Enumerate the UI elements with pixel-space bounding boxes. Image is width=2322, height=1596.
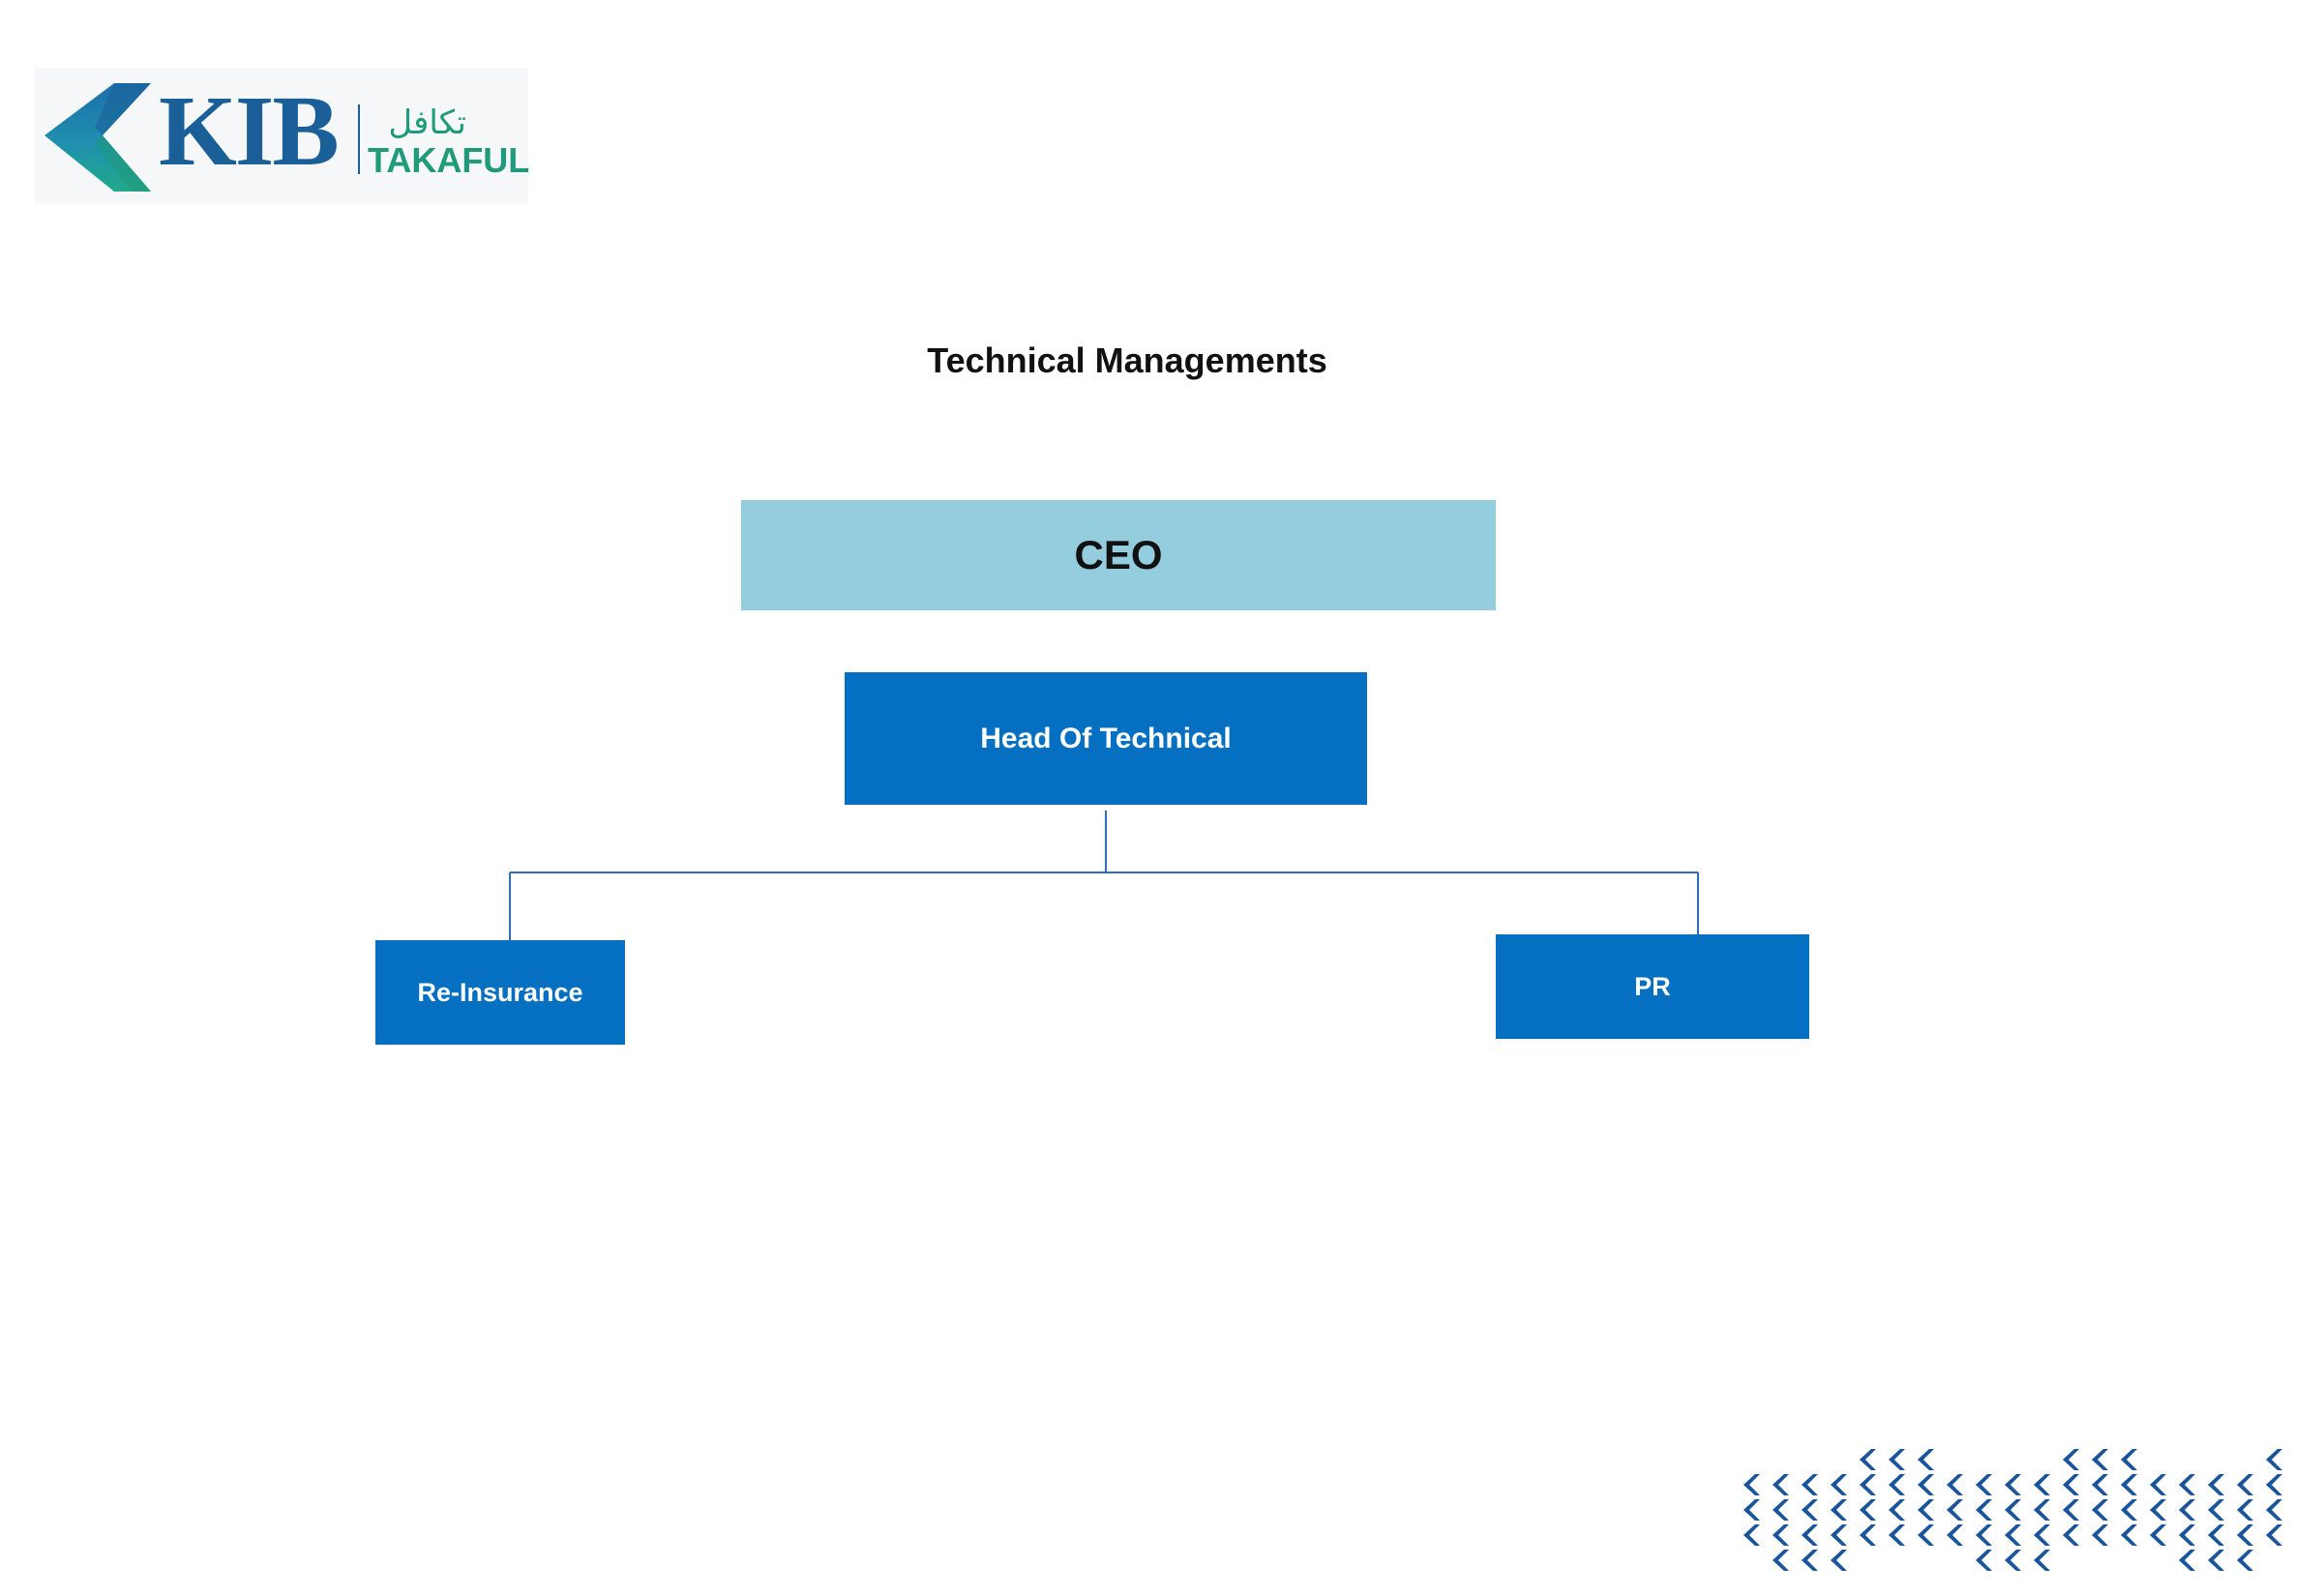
chevron-mark <box>1976 1474 1992 1495</box>
chevron-mark <box>2208 1524 2224 1546</box>
chevron-mark <box>1947 1474 1963 1495</box>
chevron-mark <box>1889 1474 1905 1495</box>
chevron-mark <box>2063 1474 2079 1495</box>
chevron-mark <box>1976 1524 1992 1546</box>
logo-divider <box>358 104 360 174</box>
chevron-mark <box>2208 1474 2224 1495</box>
chevron-mark <box>2092 1524 2108 1546</box>
chevron-mark <box>2208 1499 2224 1521</box>
logo-arabic-text: تكافل <box>388 103 466 142</box>
chevron-mark <box>1976 1550 1992 1571</box>
logo-brand-text: KIB <box>159 75 340 187</box>
chevron-mark <box>2034 1474 2050 1495</box>
chevron-mark <box>2092 1499 2108 1521</box>
chevron-mark <box>2237 1550 2253 1571</box>
node-pr: PR <box>1496 934 1809 1039</box>
chevron-mark <box>1918 1524 1934 1546</box>
chevron-mark <box>1801 1524 1818 1546</box>
chevron-pattern-icon <box>1743 1449 2282 1571</box>
chevron-mark <box>1918 1499 1934 1521</box>
chevron-mark <box>2034 1550 2050 1571</box>
logo-takaful-text: TAKAFUL <box>368 140 530 180</box>
chevron-mark <box>2150 1499 2166 1521</box>
chevron-mark <box>2237 1499 2253 1521</box>
chevron-mark <box>1860 1449 1876 1470</box>
chevron-mark <box>1831 1499 1847 1521</box>
chart-title: Technical Managements <box>927 340 1327 380</box>
chevron-mark <box>1831 1524 1847 1546</box>
chevron-mark <box>1743 1474 1760 1495</box>
node-reinsurance: Re-Insurance <box>375 940 625 1045</box>
chevron-mark <box>2179 1524 2195 1546</box>
chevron-mark <box>1801 1499 1818 1521</box>
chevron-mark <box>1860 1474 1876 1495</box>
chevron-mark <box>1889 1524 1905 1546</box>
chevron-mark <box>2034 1524 2050 1546</box>
chevron-mark <box>2121 1474 2137 1495</box>
company-logo: KIB تكافل TAKAFUL <box>35 68 530 203</box>
chevron-mark <box>2005 1499 2021 1521</box>
chevron-mark <box>1889 1499 1905 1521</box>
chevron-mark <box>2266 1474 2282 1495</box>
chevron-mark <box>1772 1499 1789 1521</box>
chevron-mark <box>2092 1449 2108 1470</box>
chevron-mark <box>1860 1524 1876 1546</box>
chevron-mark <box>2266 1524 2282 1546</box>
chevron-mark <box>2121 1524 2137 1546</box>
chevron-mark <box>1831 1474 1847 1495</box>
chevron-mark <box>2005 1474 2021 1495</box>
chevron-mark <box>2179 1499 2195 1521</box>
chevron-mark <box>2005 1550 2021 1571</box>
chevron-mark <box>1976 1499 1992 1521</box>
chevron-mark <box>2092 1474 2108 1495</box>
chevron-mark <box>2063 1449 2079 1470</box>
chevron-mark <box>1947 1499 1963 1521</box>
chevron-mark <box>1801 1550 1818 1571</box>
chevron-mark <box>2150 1474 2166 1495</box>
chevron-mark <box>1743 1524 1760 1546</box>
chevron-mark <box>2237 1474 2253 1495</box>
chevron-mark <box>1918 1449 1934 1470</box>
chevron-mark <box>2063 1499 2079 1521</box>
node-ceo: CEO <box>741 500 1496 610</box>
chevron-mark <box>1831 1550 1847 1571</box>
chevron-mark <box>2063 1524 2079 1546</box>
chevron-mark <box>2237 1524 2253 1546</box>
chevron-mark <box>1801 1474 1818 1495</box>
chevron-mark <box>1772 1474 1789 1495</box>
chevron-mark <box>2179 1474 2195 1495</box>
chevron-mark <box>1772 1550 1789 1571</box>
chevron-mark <box>2150 1524 2166 1546</box>
chevron-mark <box>1918 1474 1934 1495</box>
chevron-mark <box>1743 1499 1760 1521</box>
chevron-mark <box>1772 1524 1789 1546</box>
chevron-mark <box>2208 1550 2224 1571</box>
chevron-mark <box>2034 1499 2050 1521</box>
chevron-mark <box>2266 1449 2282 1470</box>
chevron-mark <box>1889 1449 1905 1470</box>
logo-chevron-icon <box>45 83 151 192</box>
chevron-mark <box>2121 1499 2137 1521</box>
chevron-mark <box>1860 1499 1876 1521</box>
chevron-mark <box>2179 1550 2195 1571</box>
chevron-mark <box>2121 1449 2137 1470</box>
node-head-of-technical: Head Of Technical <box>845 672 1367 805</box>
chevron-mark <box>1947 1524 1963 1546</box>
chevron-mark <box>2005 1524 2021 1546</box>
chevron-mark <box>2266 1499 2282 1521</box>
